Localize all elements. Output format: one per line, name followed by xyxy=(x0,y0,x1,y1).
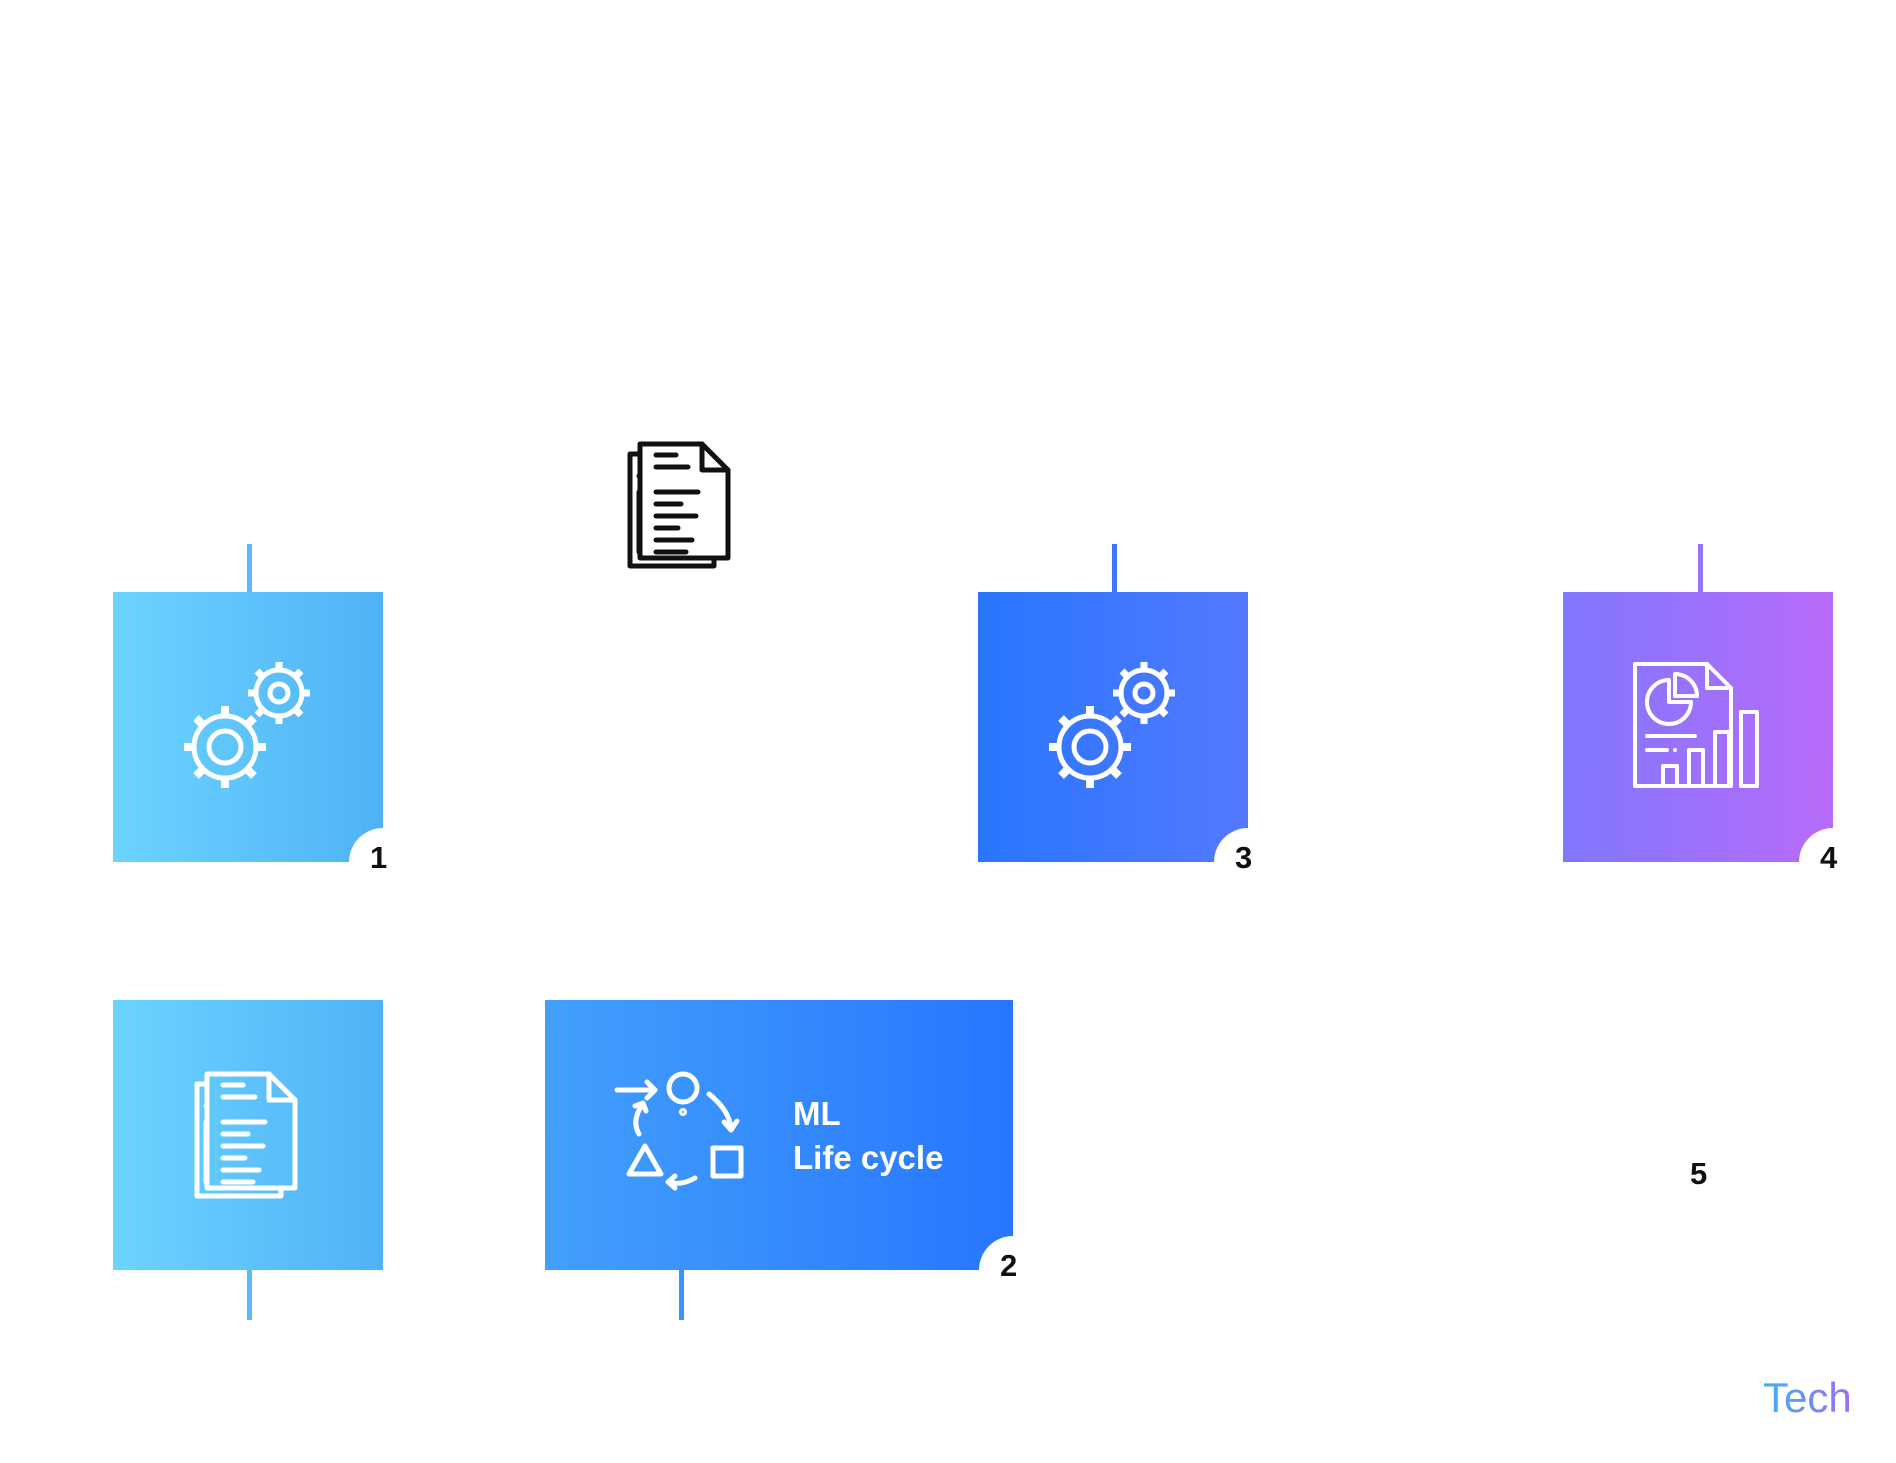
step-2-tile: ML Life cycle 2 xyxy=(545,1000,1047,1304)
step-number-badge: 3 xyxy=(1214,828,1282,896)
ml-title-line-1: ML xyxy=(793,1095,841,1132)
step-number-badge: 4 xyxy=(1799,828,1867,896)
connector-step-4-top xyxy=(1698,544,1703,592)
ml-lifecycle-icon xyxy=(613,1070,745,1200)
ml-title-line-2: Life cycle xyxy=(793,1139,944,1176)
connector-step-2-bottom xyxy=(679,1270,684,1320)
connector-step-3-top xyxy=(1112,544,1117,592)
connector-doc-bottom xyxy=(247,1270,252,1320)
connector-step-1-top xyxy=(247,544,252,592)
step-number-badge: 2 xyxy=(979,1236,1047,1304)
gears-icon xyxy=(181,660,315,794)
brand-text: Tech xyxy=(1763,1374,1852,1421)
step-3-tile: 3 xyxy=(978,592,1282,896)
report-chart-icon xyxy=(1631,660,1765,794)
step-5-number: 5 xyxy=(1690,1156,1708,1191)
document-icon xyxy=(193,1070,303,1200)
brand-logo: Tech xyxy=(1763,1368,1873,1434)
step-number-badge: 1 xyxy=(349,828,417,896)
step-1-tile: 1 xyxy=(113,592,417,896)
document-tile xyxy=(113,1000,383,1270)
standalone-document-icon xyxy=(626,440,736,570)
step-4-tile: 4 xyxy=(1563,592,1867,896)
gears-icon xyxy=(1046,660,1180,794)
